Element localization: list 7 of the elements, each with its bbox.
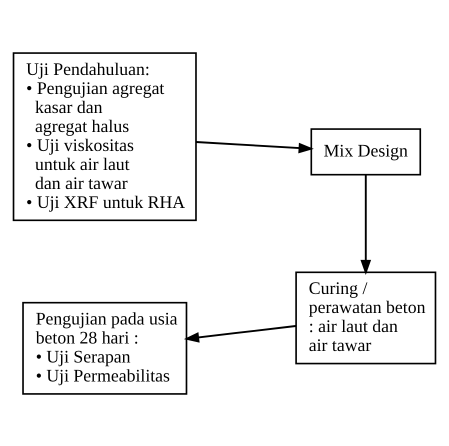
arrow [360, 174, 372, 275]
node-box: Curing / perawatan beton : air laut dan air tawar [295, 270, 436, 364]
node-box: Uji Pendahuluan: • Pengujian agregat kasar dan agregat halus • Uji viskositas untuk air laut dan air tawar • Uji XRF untuk RHA [12, 52, 197, 221]
arrow [196, 140, 314, 153]
arrow [184, 324, 296, 342]
node-box: Pengujian pada usia beton 28 hari : • Uji Serapan • Uji Permeabilitas [22, 301, 188, 394]
node-box: Mix Design [310, 128, 422, 176]
